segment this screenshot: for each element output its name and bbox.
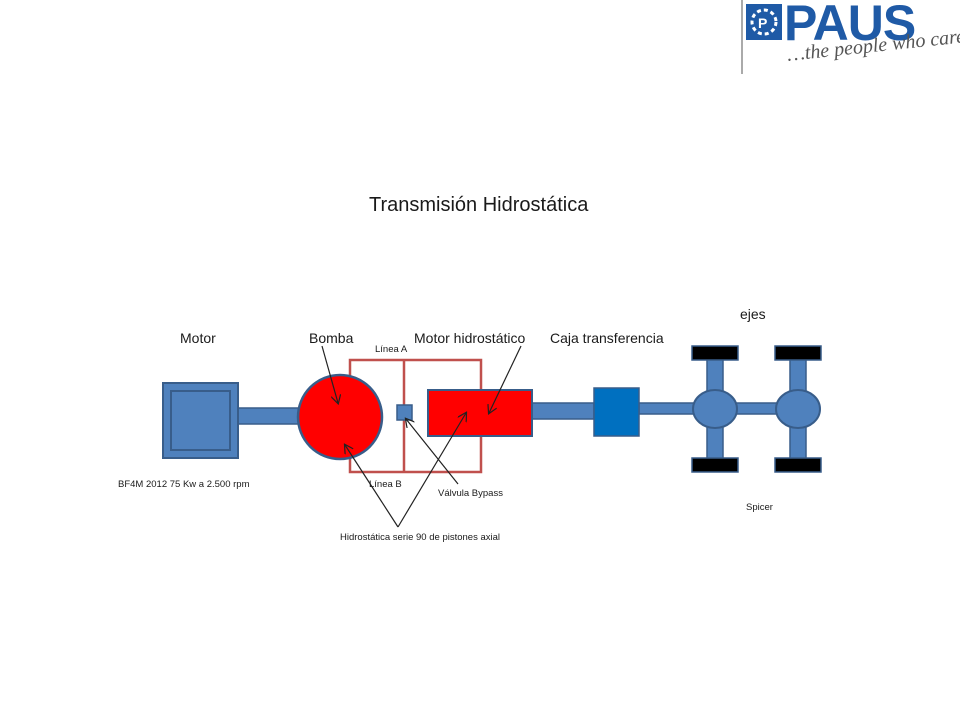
- label-motor-hidrostatico: Motor hidrostático: [414, 330, 526, 346]
- engine-block: [162, 382, 239, 459]
- svg-text:P: P: [758, 15, 767, 31]
- transfer-case-block: [593, 387, 640, 437]
- label-linea-a: Línea A: [375, 344, 408, 355]
- hydrostatic-motor-block: [427, 389, 533, 437]
- company-logo: P PAUS …the people who care: [740, 0, 960, 76]
- pump-circle: [296, 373, 384, 461]
- label-spicer: Spicer: [746, 502, 773, 513]
- shaft-transfer-axle: [638, 402, 698, 415]
- label-linea-b: Línea B: [369, 479, 402, 490]
- linea-b-line: [348, 436, 483, 474]
- label-motor: Motor: [180, 330, 216, 346]
- arrow-hidro-pump: [345, 445, 399, 528]
- shaft-axle-axle: [735, 402, 779, 415]
- wheel-front-top: [691, 345, 739, 361]
- wheel-rear-top: [774, 345, 822, 361]
- annotation-arrows: [321, 345, 522, 528]
- linea-a-line: [348, 358, 483, 390]
- differential-front: [692, 389, 738, 429]
- wheel-rear-bottom: [774, 457, 822, 473]
- bypass-valve: [396, 404, 413, 421]
- label-caja-transferencia: Caja transferencia: [550, 330, 664, 346]
- label-bomba: Bomba: [309, 330, 354, 346]
- arrow-bomba: [321, 345, 338, 403]
- arrow-valvula: [406, 419, 459, 485]
- label-hidrostatica: Hidrostática serie 90 de pistones axial: [340, 532, 501, 543]
- arrow-motor-hidrostatico: [489, 345, 522, 413]
- logo-brand: PAUS: [784, 0, 916, 51]
- shaft-hydromotor-transfer: [531, 402, 595, 420]
- label-valvula-bypass: Válvula Bypass: [438, 488, 503, 499]
- logo-graphic: P: [741, 0, 782, 74]
- differential-rear: [775, 389, 821, 429]
- shaft-motor-pump: [237, 407, 303, 425]
- label-ejes: ejes: [740, 306, 766, 322]
- axle-front: [691, 345, 739, 473]
- axle-rear: [774, 345, 822, 473]
- slide-title: Transmisión Hidrostática: [369, 194, 589, 216]
- wheel-front-bottom: [691, 457, 739, 473]
- label-engine-spec: BF4M 2012 75 Kw a 2.500 rpm: [118, 479, 250, 490]
- arrow-hidro-motor: [397, 413, 466, 528]
